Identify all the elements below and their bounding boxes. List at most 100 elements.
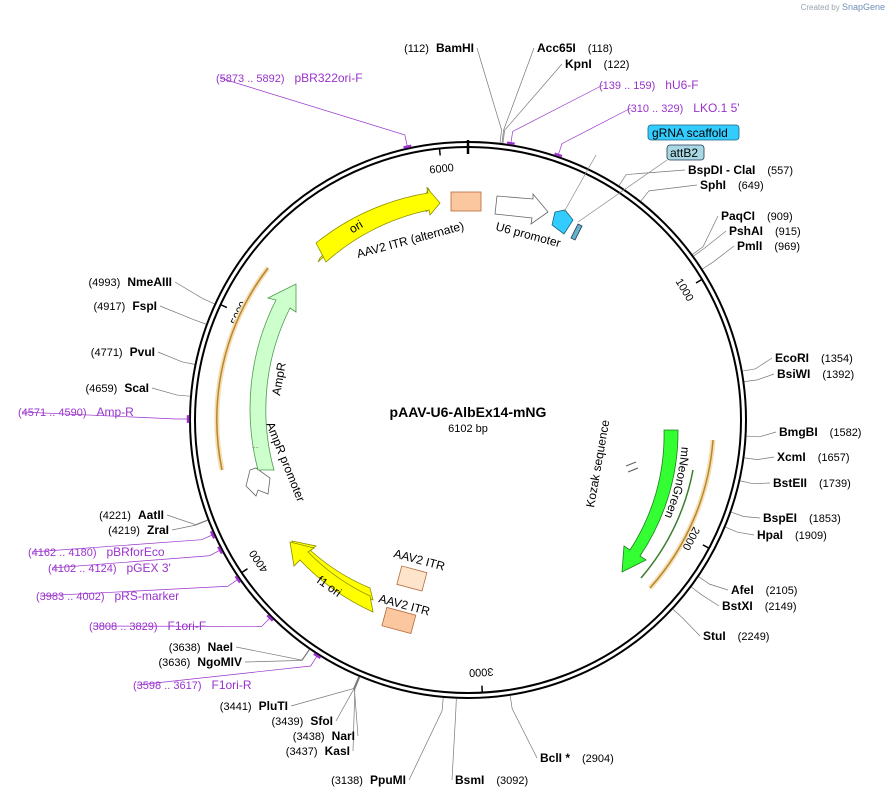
- primer-range: (310 .. 329): [627, 103, 683, 115]
- leader-line: [290, 676, 359, 707]
- primer-mark: [217, 546, 224, 555]
- site-name: ZraI: [147, 523, 169, 537]
- site-label[interactable]: (3638) NaeI: [169, 640, 233, 654]
- primer-label[interactable]: (310 .. 329)LKO.1 5': [627, 101, 740, 115]
- site-label[interactable]: StuI(2249): [703, 629, 769, 643]
- primer-label[interactable]: (3983 .. 4002)pRS-marker: [36, 589, 179, 603]
- site-label[interactable]: BstEII(1739): [773, 476, 851, 490]
- site-label[interactable]: (4771) PvuI: [91, 345, 155, 359]
- site-position: (112): [404, 43, 432, 55]
- site-position: (4659): [85, 383, 120, 395]
- site-labels: (112) BamHI Acc65I(118) KpnI(122) BspDI - C…: [18, 41, 861, 787]
- primer-label[interactable]: (3598 .. 3617)F1ori-R: [133, 678, 252, 692]
- leader-line: [744, 456, 775, 460]
- site-label[interactable]: (4659) ScaI: [85, 381, 149, 395]
- site-name: BspDI - ClaI: [688, 163, 755, 177]
- feature-grna-scaffold[interactable]: [551, 209, 574, 235]
- site-label[interactable]: (112) BamHI: [404, 41, 474, 55]
- site-label[interactable]: BmgBI(1582): [779, 425, 861, 439]
- site-label[interactable]: (4221) AatII: [99, 508, 164, 522]
- site-name: PshAI: [729, 224, 763, 238]
- site-label[interactable]: (3138) PpuMI: [331, 773, 406, 787]
- site-label[interactable]: (3636) NgoMIV: [158, 655, 242, 669]
- feature-kozak[interactable]: [625, 461, 639, 473]
- site-label[interactable]: BspDI - ClaI (557): [688, 163, 793, 177]
- site-name: NmeAIII: [127, 275, 172, 289]
- site-label[interactable]: BspEI(1853): [763, 511, 841, 525]
- site-position: (557): [767, 165, 793, 177]
- primer-label[interactable]: (4571 .. 4590)Amp-R: [18, 405, 134, 419]
- leader-line: [693, 230, 727, 257]
- leader-line: [557, 107, 632, 156]
- site-name: BspEI: [763, 511, 797, 525]
- site-position: (3092): [496, 775, 528, 787]
- feature-ori-arrow[interactable]: [315, 186, 441, 263]
- primer-label[interactable]: (4102 .. 4124)pGEX 3': [48, 561, 171, 575]
- tick-label: 3000: [469, 665, 494, 678]
- site-label[interactable]: PshAI(915): [729, 224, 801, 238]
- leader-line: [509, 695, 538, 759]
- site-label[interactable]: HpaI(1909): [757, 528, 827, 542]
- feature-ampr[interactable]: [249, 283, 297, 471]
- site-name: BsmI: [455, 773, 484, 787]
- site-label[interactable]: AfeI(2105): [731, 583, 797, 597]
- site-label[interactable]: PaqCI(909): [721, 209, 793, 223]
- leader-line: [157, 351, 195, 365]
- feature-attb2[interactable]: [570, 223, 583, 241]
- site-label[interactable]: (3441) PluTI: [220, 699, 288, 713]
- site-name: StuI: [703, 629, 726, 643]
- ampr-dots: ....: [252, 444, 259, 450]
- primer-name: pBRforEco: [107, 545, 165, 559]
- site-label[interactable]: BstXI(2149): [722, 599, 796, 613]
- leader-line: [92, 617, 271, 627]
- site-label[interactable]: KpnI(122): [565, 57, 629, 71]
- leader-line: [39, 578, 239, 597]
- site-position: (1582): [830, 427, 862, 439]
- primer-label[interactable]: (139 .. 159)hU6-F: [599, 78, 699, 92]
- site-label[interactable]: (4219) ZraI: [108, 523, 169, 537]
- site-label[interactable]: EcoRI(1354): [775, 351, 853, 365]
- feature-aav2-itr-alt[interactable]: [450, 191, 482, 212]
- site-position: (3638): [169, 642, 204, 654]
- leader-line: [352, 677, 361, 752]
- primer-label[interactable]: (5873 .. 5892)pBR322ori-F: [216, 71, 363, 85]
- tick-label: 6000: [429, 162, 455, 176]
- site-label[interactable]: (4993) NmeAIII: [88, 275, 172, 289]
- site-position: (118): [588, 43, 613, 55]
- site-label[interactable]: BsiWI(1392): [777, 367, 854, 381]
- primer-label[interactable]: (3808 .. 3829)F1ori-F: [89, 619, 206, 633]
- feature-aav2-itr-1[interactable]: [396, 565, 428, 592]
- site-label[interactable]: (3439) SfoI: [271, 714, 333, 728]
- site-label[interactable]: (3438) NarI: [293, 729, 355, 743]
- site-position: (2105): [766, 585, 798, 597]
- site-label[interactable]: XcmI(1657): [777, 450, 849, 464]
- feature-u6-promoter[interactable]: [494, 192, 549, 225]
- site-name: EcoRI: [775, 351, 809, 365]
- primer-name: F1ori-F: [168, 619, 207, 633]
- site-position: (3437): [286, 746, 321, 758]
- tick-mark: [695, 278, 703, 284]
- site-position: (3438): [293, 731, 328, 743]
- feature-aav2-itr-2[interactable]: [381, 606, 417, 635]
- leader-lines: [21, 47, 777, 781]
- site-position: (969): [774, 241, 800, 253]
- feature-f1-ori-arrow[interactable]: [289, 541, 374, 613]
- grna-leader: [563, 154, 597, 213]
- site-label[interactable]: PmlI(969): [737, 239, 800, 253]
- leader-line: [51, 549, 222, 569]
- site-label[interactable]: Acc65I(118): [537, 41, 613, 55]
- site-label[interactable]: (3437) KasI: [286, 744, 350, 758]
- site-label[interactable]: (4917) FspI: [93, 299, 157, 313]
- site-label[interactable]: BclI *(2904): [540, 751, 614, 765]
- primer-range: (139 .. 159): [599, 80, 655, 92]
- tick-label: 4000: [247, 547, 271, 574]
- primer-mark: [506, 141, 515, 146]
- site-label[interactable]: BsmI (3092): [455, 773, 528, 787]
- site-label[interactable]: SphI(649): [700, 178, 764, 192]
- site-position: (909): [767, 211, 793, 223]
- feature-ampr-promoter[interactable]: [245, 467, 271, 497]
- site-name: PluTI: [259, 699, 288, 713]
- feature-mneongreen[interactable]: [621, 429, 679, 573]
- primer-label[interactable]: (4162 .. 4180)pBRforEco: [28, 545, 165, 559]
- primer-range: (4571 .. 4590): [18, 407, 87, 419]
